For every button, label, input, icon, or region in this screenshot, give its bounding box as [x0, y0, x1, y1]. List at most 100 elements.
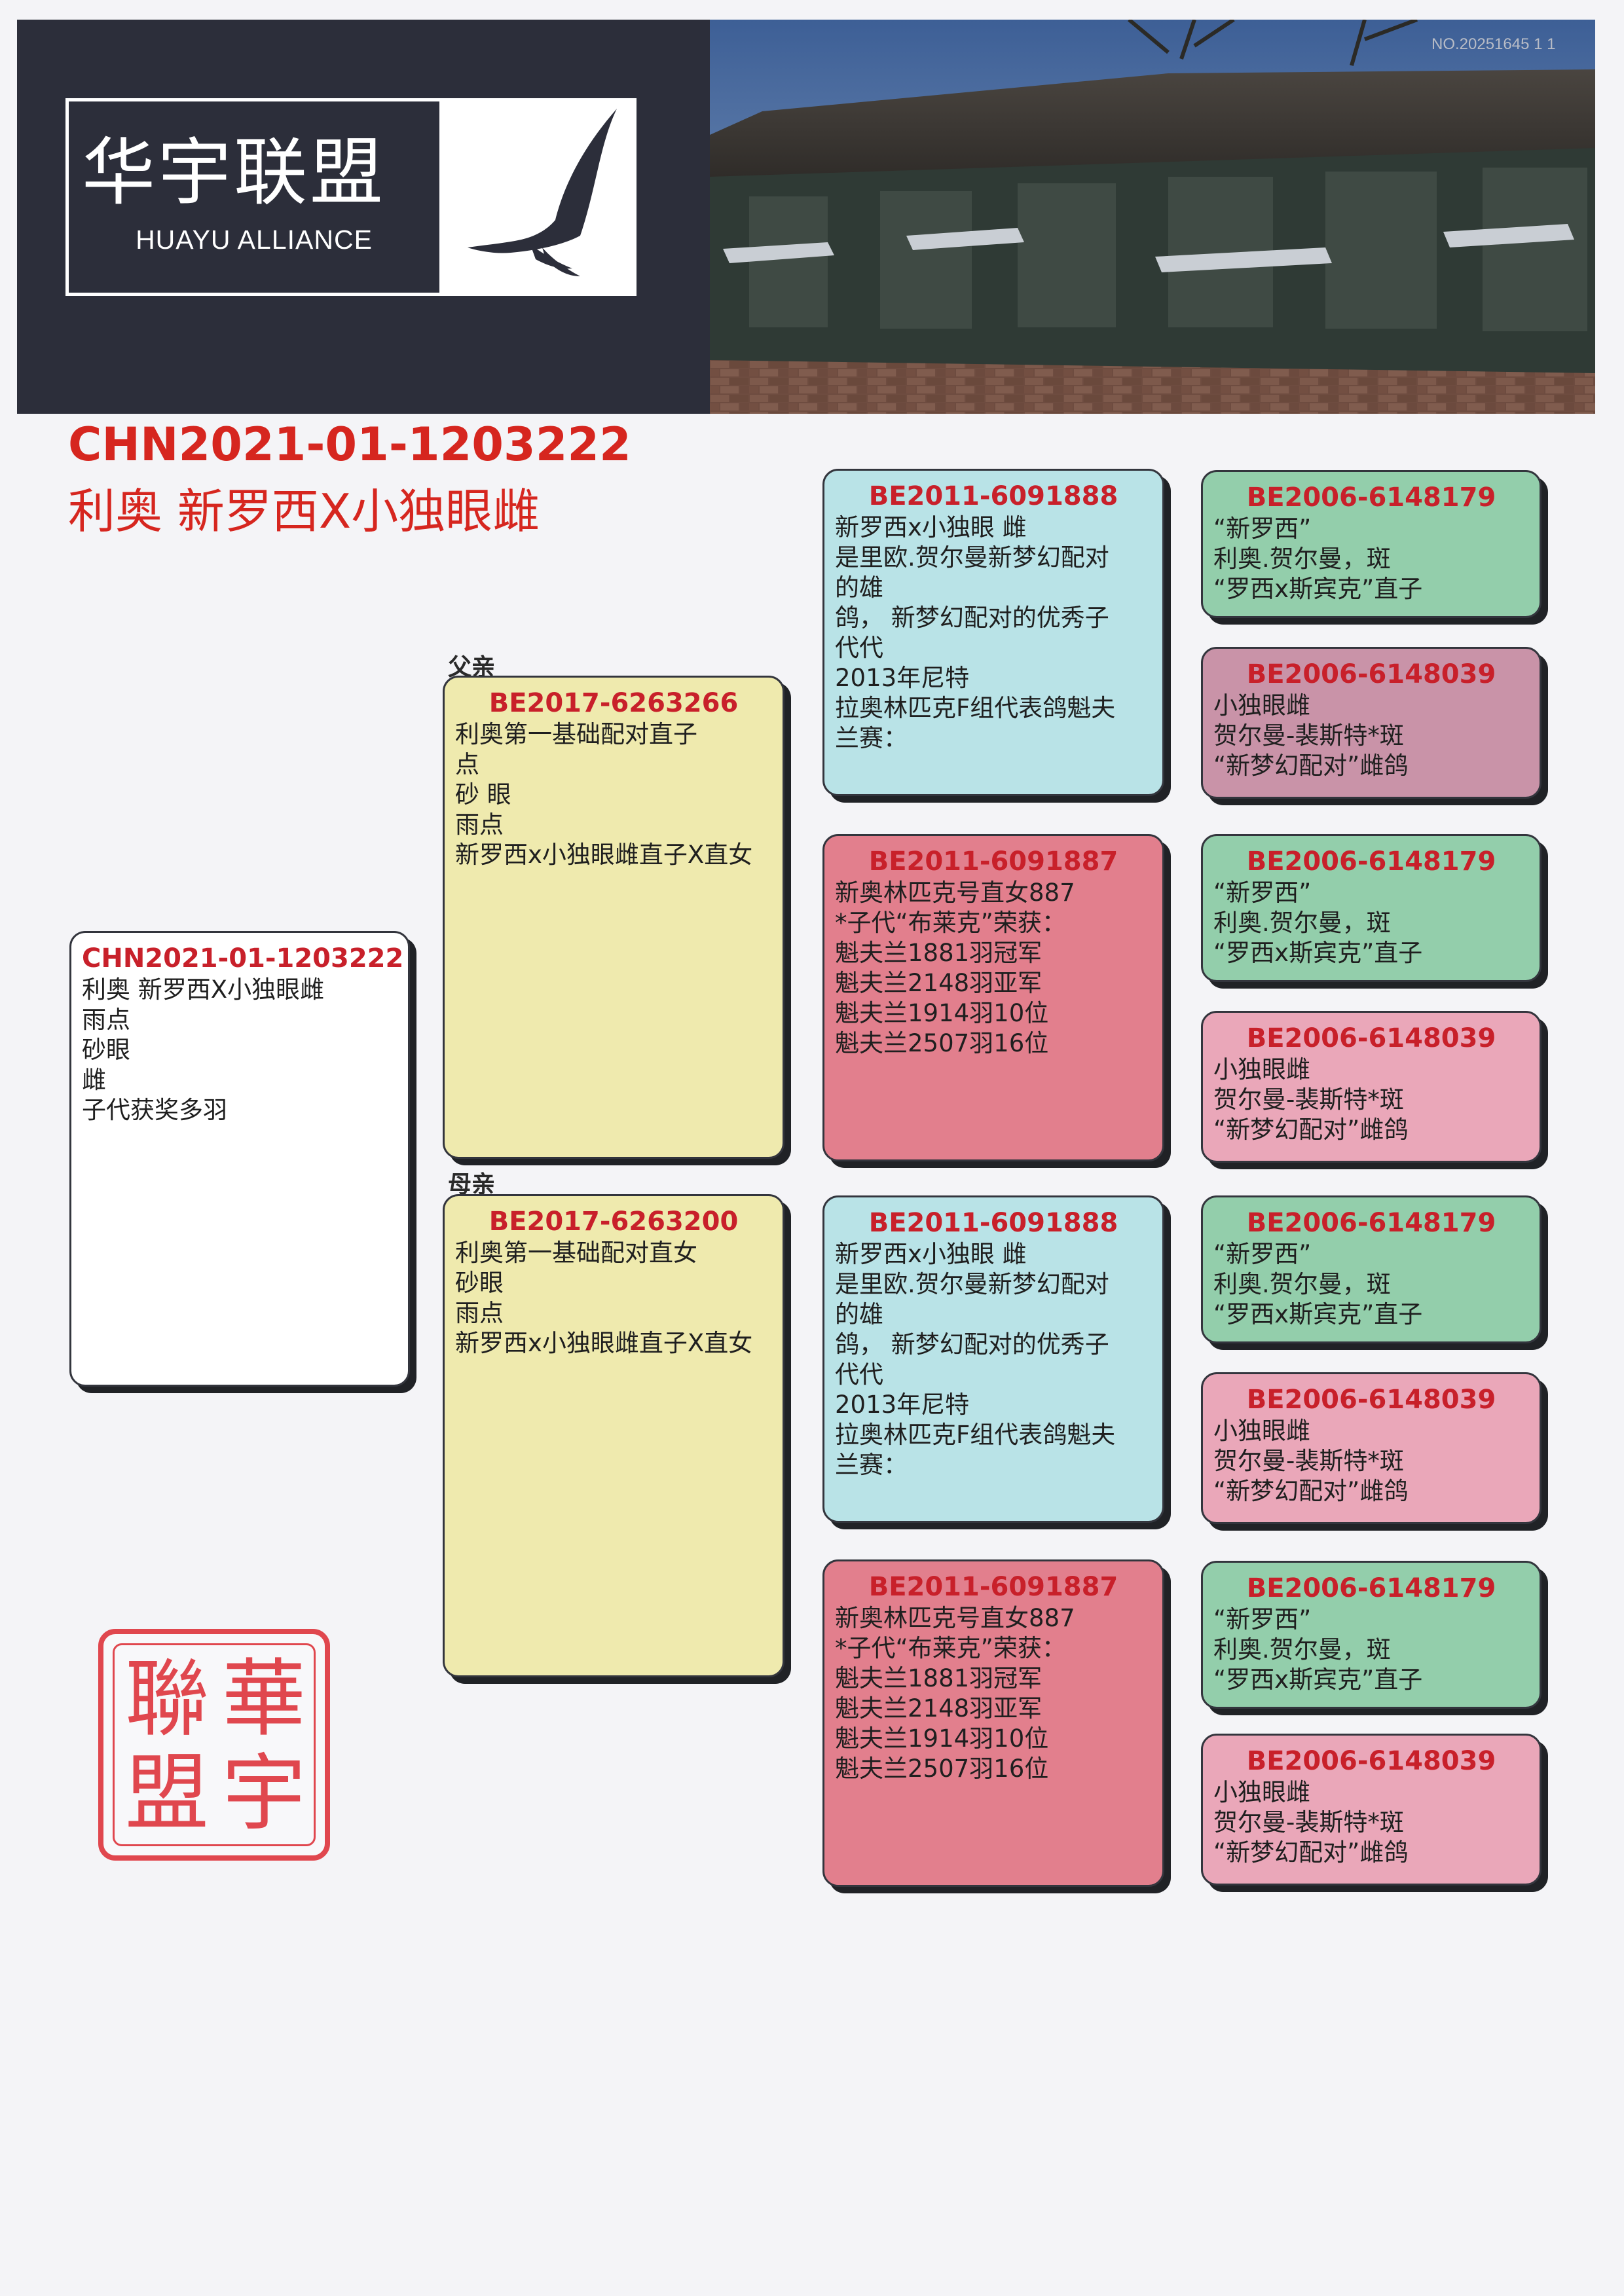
- card-line: 利奥.贺尔曼，斑: [1213, 909, 1391, 937]
- great-grandparent-card-3: BE2006-6148179 “新罗西” 利奥.贺尔曼，斑 “罗西x斯宾克”直子: [1201, 834, 1541, 982]
- document-number: NO.20251645 1 1: [1431, 35, 1556, 53]
- ring-number: BE2011-6091888: [868, 1208, 1118, 1238]
- card-line: 新罗西x小独眼 雌: [835, 1240, 1027, 1268]
- swallow-bird-icon: [468, 109, 617, 276]
- grandparent-card-3: BE2011-6091888 新罗西x小独眼 雌 是里欧.贺尔曼新梦幻配对 的雄…: [822, 1195, 1164, 1523]
- great-grandparent-card-5: BE2006-6148179 “新罗西” 利奥.贺尔曼，斑 “罗西x斯宾克”直子: [1201, 1195, 1541, 1343]
- card-line: 利奥.贺尔曼，斑: [1213, 1270, 1391, 1298]
- subject-card: CHN2021-01-1203222 利奥 新罗西X小独眼雌 雨点 砂眼 雌 子…: [69, 931, 410, 1387]
- ring-number: BE2006-6148039: [1246, 1023, 1496, 1053]
- mother-card: BE2017-6263200 利奥第一基础配对直女 砂眼 雨点 新罗西x小独眼雌…: [443, 1194, 784, 1677]
- card-line: 砂 眼: [455, 780, 511, 809]
- card-line: 兰赛：: [835, 724, 908, 752]
- great-grandparent-card-6: BE2006-6148039 小独眼雌 贺尔曼-裴斯特*斑 “新梦幻配对”雌鸽: [1201, 1372, 1541, 1524]
- seal-char: 宇: [221, 1745, 306, 1842]
- card-line: 砂眼: [455, 1269, 504, 1297]
- card-line: 雌: [82, 1066, 106, 1094]
- card-line: 利奥 新罗西X小独眼雌: [82, 975, 325, 1004]
- ring-number: BE2006-6148179: [1246, 1208, 1496, 1238]
- seal-char: 盟: [124, 1745, 209, 1842]
- card-line: “新罗西”: [1213, 1605, 1312, 1633]
- card-line: 魁夫兰1881羽冠军: [835, 939, 1043, 967]
- card-line: “新梦幻配对”雌鸽: [1213, 1116, 1409, 1144]
- card-line: 代代: [835, 1360, 883, 1389]
- card-line: “罗西x斯宾克”直子: [1213, 1300, 1423, 1328]
- card-line: 新奥林匹克号直女887: [835, 1604, 1075, 1632]
- card-line: 小独眼雌: [1213, 691, 1310, 720]
- red-seal-stamp: 華 宇 聯 盟: [98, 1629, 330, 1861]
- card-line: 代代: [835, 634, 883, 662]
- card-line: 拉奥林匹克F组代表鸽魁夫: [835, 1421, 1116, 1449]
- card-line: 2013年尼特: [835, 1391, 970, 1419]
- card-line: 利奥第一基础配对直女: [455, 1239, 697, 1267]
- ring-number: BE2006-6148179: [1246, 847, 1496, 877]
- card-line: 贺尔曼-裴斯特*斑: [1213, 1447, 1404, 1475]
- card-line: 利奥第一基础配对直子: [455, 720, 697, 748]
- card-line: 拉奥林匹克F组代表鸽魁夫: [835, 694, 1116, 722]
- card-line: “新梦幻配对”雌鸽: [1213, 1477, 1409, 1505]
- card-line: 砂眼: [82, 1036, 130, 1064]
- logo-chinese-text: 华宇联盟: [82, 130, 386, 215]
- card-line: 的雄: [835, 574, 883, 602]
- card-line: 鸽， 新梦幻配对的优秀子: [835, 1330, 1109, 1358]
- card-line: 魁夫兰1881羽冠军: [835, 1664, 1043, 1692]
- header-banner: 华宇联盟 HUAYU ALLIANCE: [17, 20, 1595, 414]
- ring-number: BE2006-6148179: [1246, 483, 1496, 513]
- logo: 华宇联盟 HUAYU ALLIANCE: [65, 98, 637, 296]
- father-card: BE2017-6263266 利奥第一基础配对直子 点 砂 眼 雨点 新罗西x小…: [443, 676, 784, 1159]
- card-line: 魁夫兰2507羽16位: [835, 1029, 1049, 1057]
- logo-text-panel: 华宇联盟 HUAYU ALLIANCE: [65, 98, 443, 296]
- ring-number: BE2017-6263200: [489, 1207, 739, 1237]
- card-line: “罗西x斯宾克”直子: [1213, 939, 1423, 967]
- card-line: 子代获奖多羽: [82, 1096, 227, 1124]
- card-line: 新罗西x小独眼雌直子X直女: [455, 841, 753, 869]
- ring-number: BE2006-6148039: [1246, 1385, 1496, 1415]
- card-line: “新梦幻配对”雌鸽: [1213, 1838, 1409, 1867]
- card-line: *子代“布莱克”荣获：: [835, 909, 1066, 937]
- great-grandparent-card-2: BE2006-6148039 小独眼雌 贺尔曼-裴斯特*斑 “新梦幻配对”雌鸽: [1201, 647, 1541, 799]
- card-line: “罗西x斯宾克”直子: [1213, 575, 1423, 603]
- great-grandparent-card-4: BE2006-6148039 小独眼雌 贺尔曼-裴斯特*斑 “新梦幻配对”雌鸽: [1201, 1011, 1541, 1163]
- card-line: 新罗西x小独眼 雌: [835, 513, 1027, 541]
- card-line: 贺尔曼-裴斯特*斑: [1213, 721, 1404, 750]
- card-line: 利奥.贺尔曼，斑: [1213, 545, 1391, 573]
- seal-inner-border: 華 宇 聯 盟: [113, 1643, 316, 1846]
- ring-number: BE2017-6263266: [489, 688, 739, 718]
- card-line: 鸽， 新梦幻配对的优秀子: [835, 604, 1109, 632]
- great-grandparent-card-7: BE2006-6148179 “新罗西” 利奥.贺尔曼，斑 “罗西x斯宾克”直子: [1201, 1561, 1541, 1709]
- card-line: 贺尔曼-裴斯特*斑: [1213, 1085, 1404, 1114]
- card-line: 魁夫兰2507羽16位: [835, 1755, 1049, 1783]
- card-line: *子代“布莱克”荣获：: [835, 1634, 1066, 1662]
- card-line: 雨点: [455, 811, 504, 839]
- card-line: “新罗西”: [1213, 515, 1312, 543]
- card-line: “新梦幻配对”雌鸽: [1213, 752, 1409, 780]
- page-title-ring-number: CHN2021-01-1203222: [68, 418, 631, 471]
- ring-number: BE2011-6091887: [868, 847, 1118, 877]
- mother-label: 母亲: [448, 1171, 496, 1198]
- ring-number: BE2011-6091888: [868, 481, 1118, 511]
- grandparent-card-2: BE2011-6091887 新奥林匹克号直女887 *子代“布莱克”荣获： 魁…: [822, 834, 1164, 1161]
- card-line: 2013年尼特: [835, 664, 970, 692]
- card-line: 点: [455, 750, 479, 778]
- card-line: 是里欧.贺尔曼新梦幻配对: [835, 543, 1109, 572]
- card-line: 魁夫兰1914羽10位: [835, 999, 1049, 1027]
- page-title-name: 利奥 新罗西X小独眼雌: [68, 484, 540, 539]
- card-line: 贺尔曼-裴斯特*斑: [1213, 1808, 1404, 1836]
- card-line: 魁夫兰2148羽亚军: [835, 1694, 1043, 1722]
- loft-photo: [710, 20, 1595, 414]
- grandparent-card-4: BE2011-6091887 新奥林匹克号直女887 *子代“布莱克”荣获： 魁…: [822, 1559, 1164, 1887]
- card-line: 新奥林匹克号直女887: [835, 879, 1075, 907]
- card-line: 小独眼雌: [1213, 1055, 1310, 1084]
- card-line: 雨点: [455, 1299, 504, 1327]
- great-grandparent-card-8: BE2006-6148039 小独眼雌 贺尔曼-裴斯特*斑 “新梦幻配对”雌鸽: [1201, 1734, 1541, 1886]
- card-line: 魁夫兰1914羽10位: [835, 1724, 1049, 1753]
- card-line: 利奥.贺尔曼，斑: [1213, 1635, 1391, 1664]
- card-line: 的雄: [835, 1300, 883, 1328]
- card-line: “罗西x斯宾克”直子: [1213, 1666, 1423, 1694]
- card-line: 小独眼雌: [1213, 1417, 1310, 1445]
- great-grandparent-card-1: BE2006-6148179 “新罗西” 利奥.贺尔曼，斑 “罗西x斯宾克”直子: [1201, 470, 1541, 618]
- seal-char: 華: [221, 1650, 306, 1748]
- seal-char: 聯: [124, 1650, 209, 1748]
- ring-number: BE2006-6148179: [1246, 1573, 1496, 1603]
- logo-english-text: HUAYU ALLIANCE: [136, 225, 373, 255]
